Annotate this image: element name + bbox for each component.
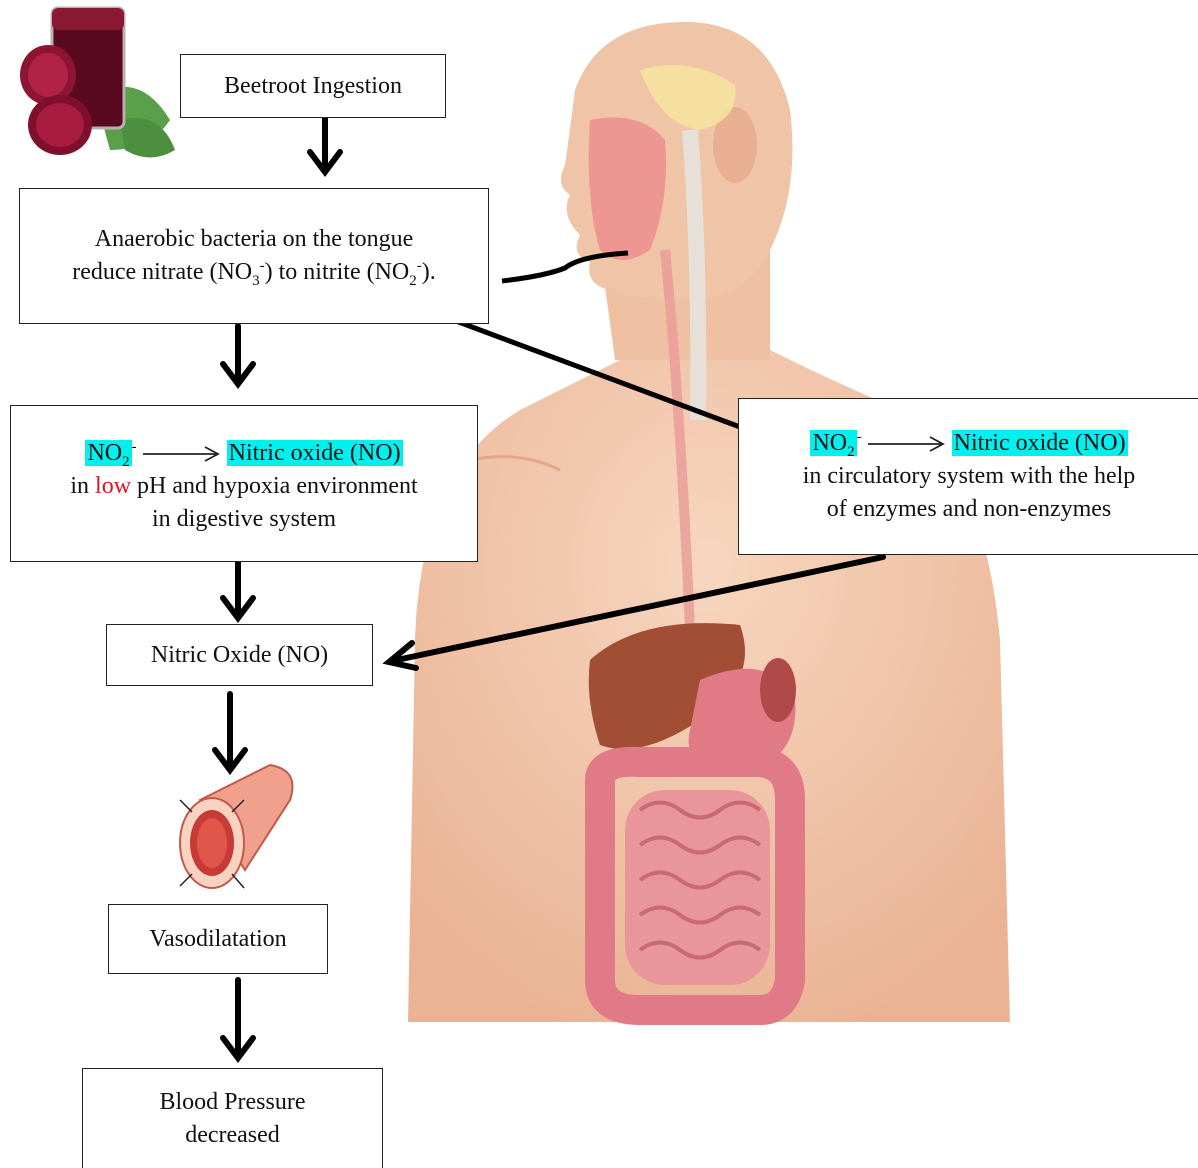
- digestive-line3: in digestive system: [152, 503, 336, 536]
- nitric-oxide-box: Nitric Oxide (NO): [106, 624, 373, 686]
- beetroot-juice-icon: [20, 8, 175, 158]
- bacteria-box: Anaerobic bacteria on the tongue reduce …: [19, 188, 489, 324]
- digestive-line2: in low pH and hypoxia environment: [70, 470, 417, 503]
- blood-pressure-line1: Blood Pressure: [160, 1086, 306, 1119]
- blood-vessel-icon: [180, 765, 293, 888]
- circulatory-line3: of enzymes and non-enzymes: [827, 493, 1112, 526]
- beetroot-ingestion-box: Beetroot Ingestion: [180, 54, 446, 118]
- reaction-arrow-icon: [143, 446, 221, 462]
- circulatory-conversion-box: NO2- Nitric oxide (NO) in circulatory sy…: [738, 398, 1198, 555]
- bacteria-line1: Anaerobic bacteria on the tongue: [95, 223, 414, 256]
- beetroot-ingestion-label: Beetroot Ingestion: [224, 70, 402, 103]
- blood-pressure-line2: decreased: [185, 1119, 280, 1152]
- bacteria-line2: reduce nitrate (NO3-) to nitrite (NO2-).: [72, 256, 436, 289]
- circulatory-line2: in circulatory system with the help: [803, 460, 1136, 493]
- vasodilatation-label: Vasodilatation: [149, 923, 286, 956]
- nitric-oxide-label: Nitric Oxide (NO): [151, 639, 328, 672]
- vasodilatation-box: Vasodilatation: [108, 904, 328, 974]
- blood-pressure-box: Blood Pressure decreased: [82, 1068, 383, 1168]
- reaction-arrow-icon: [868, 436, 946, 452]
- digestive-reaction: NO2- Nitric oxide (NO): [85, 437, 402, 470]
- circulatory-reaction: NO2- Nitric oxide (NO): [810, 427, 1127, 460]
- digestive-conversion-box: NO2- Nitric oxide (NO) in low pH and hyp…: [10, 405, 478, 562]
